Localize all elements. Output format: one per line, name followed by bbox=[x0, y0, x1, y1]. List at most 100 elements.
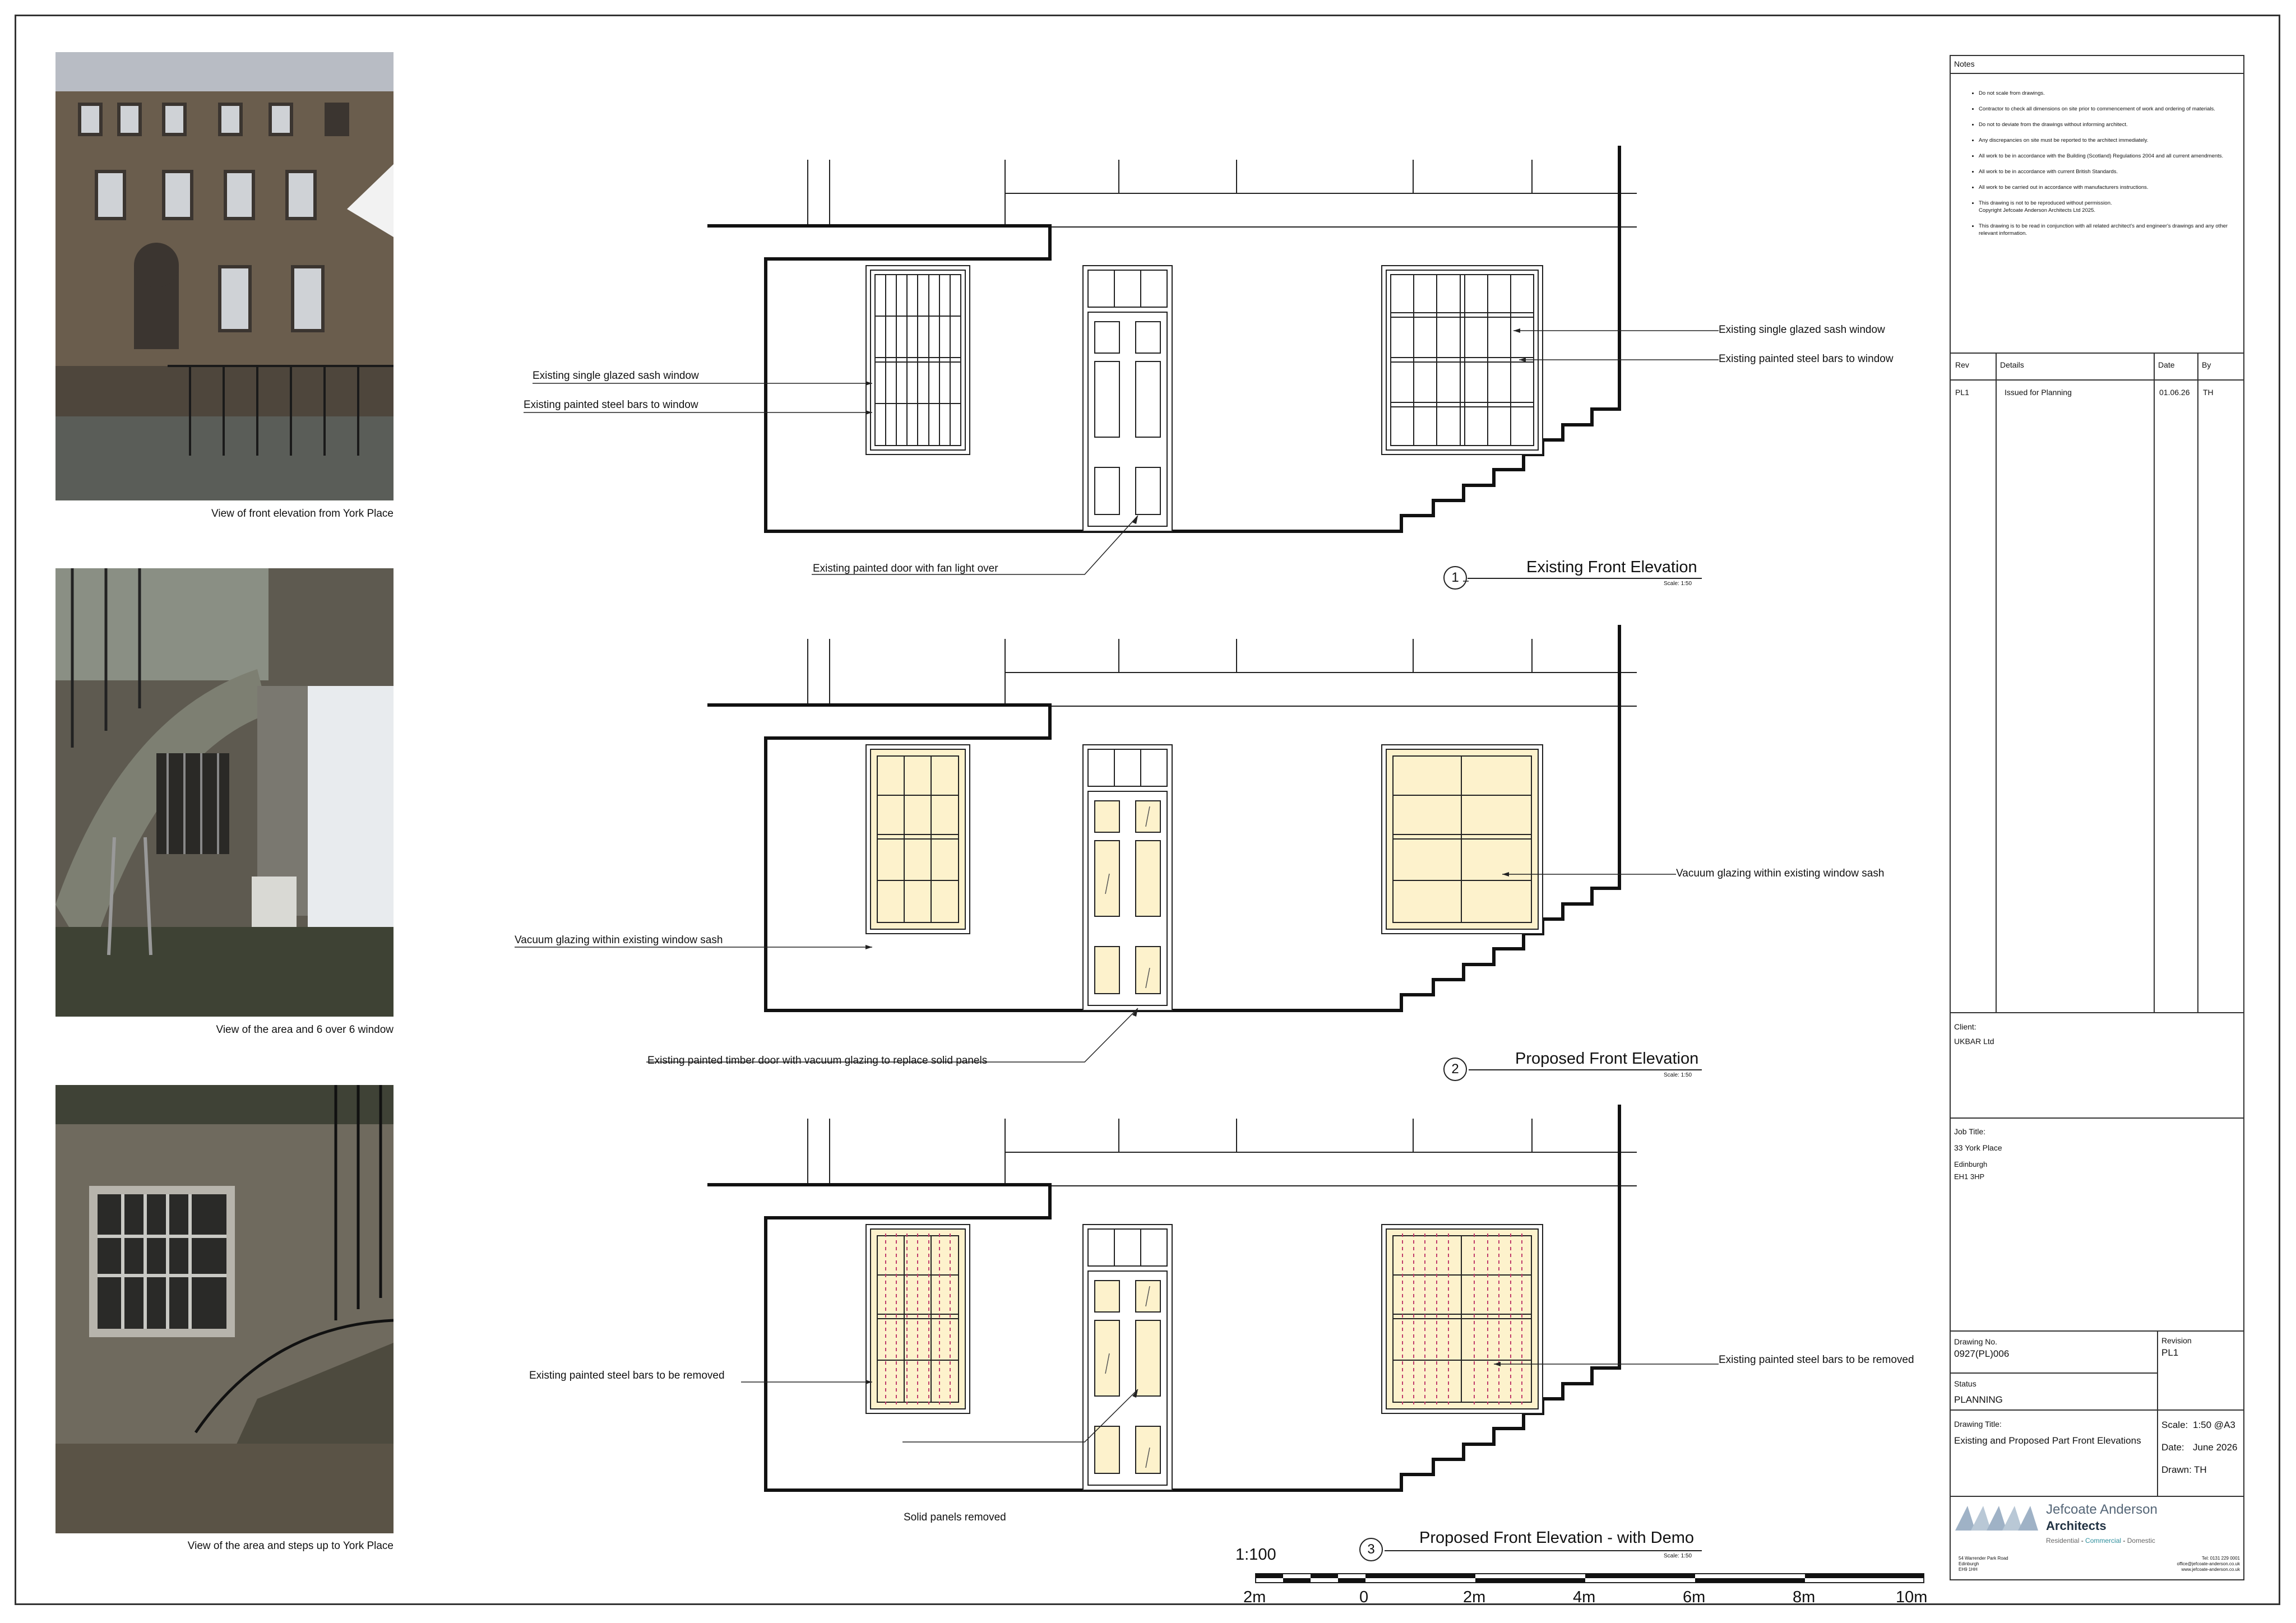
address-line: Edinburgh bbox=[1959, 1561, 1979, 1566]
client-value: UKBAR Ltd bbox=[1954, 1037, 1994, 1046]
scale-tick-3: 4m bbox=[1573, 1588, 1596, 1606]
drawing-title-label: Drawing Title: bbox=[1954, 1420, 2002, 1429]
elevation-1-number: 1 bbox=[1443, 566, 1467, 590]
drawing-border bbox=[15, 15, 2280, 1605]
scale-bar-graphic bbox=[1255, 1573, 1924, 1583]
note-item: This drawing is to be read in conjunctio… bbox=[1979, 222, 2237, 237]
label-door-existing: Existing painted door with fan light ove… bbox=[813, 563, 998, 574]
note-item: All work to be in accordance with the Bu… bbox=[1979, 152, 2237, 160]
drawn-label: Drawn: bbox=[2161, 1464, 2192, 1475]
label-right-window-bars: Existing painted steel bars to window bbox=[1719, 353, 1894, 365]
date-label: Date: bbox=[2161, 1442, 2184, 1453]
photo-front-elevation-image bbox=[55, 52, 394, 500]
rev-header-rev: Rev bbox=[1955, 360, 1969, 369]
label-left-window-glazed: Existing single glazed sash window bbox=[533, 370, 699, 382]
scale-tick-1: 0 bbox=[1359, 1588, 1369, 1606]
company-contact: Tel: 0131 229 0001 office@jefcoate-ander… bbox=[2177, 1556, 2240, 1573]
photo-area-window bbox=[55, 568, 394, 1017]
photo-front-elevation-caption: View of front elevation from York Place bbox=[211, 508, 394, 520]
sector-1: Residential bbox=[2046, 1537, 2080, 1545]
address-line: 54 Warrender Park Road bbox=[1959, 1556, 2008, 1561]
contact-line: www.jefcoate-anderson.co.uk bbox=[2181, 1567, 2241, 1572]
elevation-proposed-demo bbox=[707, 1105, 1719, 1490]
notes-list: Do not scale from drawings. Contractor to… bbox=[1962, 90, 2237, 245]
note-item: All work to be carried out in accordance… bbox=[1979, 184, 2237, 191]
label-left-window-bars-removed: Existing painted steel bars to be remove… bbox=[529, 1370, 725, 1381]
scale-bar-ratio: 1:100 bbox=[1235, 1546, 1276, 1564]
label-left-window-bars: Existing painted steel bars to window bbox=[524, 399, 698, 411]
tb-line bbox=[1950, 1012, 2244, 1013]
elevation-3-number: 3 bbox=[1359, 1538, 1383, 1561]
elevation-3-scale: Scale: 1:50 bbox=[1664, 1553, 1692, 1559]
client-label: Client: bbox=[1954, 1022, 1976, 1031]
revision-row-details: Issued for Planning bbox=[2005, 388, 2072, 397]
elevation-1-title: Existing Front Elevation bbox=[1526, 558, 1697, 576]
elevation-2-scale: Scale: 1:50 bbox=[1664, 1072, 1692, 1078]
job-line-1: 33 York Place bbox=[1954, 1143, 2002, 1152]
tb-line bbox=[1950, 73, 2244, 74]
scale-tick-4: 6m bbox=[1683, 1588, 1706, 1606]
revision-value: PL1 bbox=[2161, 1347, 2179, 1358]
tb-line bbox=[1950, 1117, 2244, 1119]
rev-header-details: Details bbox=[2000, 360, 2024, 369]
sector-3: Domestic bbox=[2127, 1537, 2155, 1545]
label-door-solid-removed: Solid panels removed bbox=[904, 1511, 1006, 1523]
company-logo bbox=[1955, 1506, 2038, 1531]
revision-row-by: TH bbox=[2203, 388, 2214, 397]
tb-line bbox=[1950, 1409, 2244, 1411]
tb-line bbox=[1950, 1330, 2244, 1332]
rev-header-by: By bbox=[2202, 360, 2211, 369]
status-value: PLANNING bbox=[1954, 1394, 2003, 1405]
contact-line: Tel: 0131 229 0001 bbox=[2201, 1556, 2240, 1561]
tb-line bbox=[2154, 353, 2155, 1013]
label-right-window-bars-removed: Existing painted steel bars to be remove… bbox=[1719, 1354, 1914, 1366]
tb-line bbox=[2197, 353, 2198, 1013]
note-item: All work to be in accordance with curren… bbox=[1979, 168, 2237, 175]
drawn-value: TH bbox=[2194, 1464, 2207, 1475]
tb-line bbox=[1950, 379, 2244, 381]
elevation-2-number: 2 bbox=[1443, 1058, 1467, 1081]
contact-line: office@jefcoate-anderson.co.uk bbox=[2177, 1561, 2240, 1566]
photo-area-window-caption: View of the area and 6 over 6 window bbox=[216, 1024, 394, 1036]
label-left-window-vacuum: Vacuum glazing within existing window sa… bbox=[515, 934, 723, 946]
scale-tick-6: 10m bbox=[1896, 1588, 1928, 1606]
company-address: 54 Warrender Park Road Edinburgh EH9 1HH bbox=[1959, 1556, 2008, 1573]
photo-area-steps-caption: View of the area and steps up to York Pl… bbox=[187, 1540, 394, 1552]
tb-line bbox=[1950, 1372, 2157, 1374]
tb-line bbox=[1996, 353, 1997, 1013]
title-block bbox=[1950, 55, 2244, 1580]
elevation-proposed bbox=[515, 625, 1676, 1063]
tb-line bbox=[2157, 1409, 2158, 1496]
note-item: Do not scale from drawings. bbox=[1979, 90, 2237, 97]
elevation-existing bbox=[524, 146, 1719, 582]
note-item: This drawing is not to be reproduced wit… bbox=[1979, 200, 2237, 214]
rev-header-date: Date bbox=[2158, 360, 2175, 369]
scale-tick-2: 2m bbox=[1463, 1588, 1486, 1606]
label-right-window-glazed: Existing single glazed sash window bbox=[1719, 324, 1885, 336]
elevation-2-title: Proposed Front Elevation bbox=[1515, 1050, 1699, 1068]
notes-heading: Notes bbox=[1954, 59, 1975, 68]
revision-row-date: 01.06.26 bbox=[2159, 388, 2190, 397]
sector-2: Commercial bbox=[2085, 1537, 2122, 1545]
elevation-3-title: Proposed Front Elevation - with Demo bbox=[1419, 1529, 1694, 1547]
sector-sep-2: - bbox=[2121, 1537, 2127, 1545]
scale-tick-0: 2m bbox=[1243, 1588, 1266, 1606]
job-title-label: Job Title: bbox=[1954, 1127, 1986, 1136]
tb-line bbox=[1950, 1496, 2244, 1497]
label-door-proposed: Existing painted timber door with vacuum… bbox=[647, 1055, 988, 1066]
drawing-title-value: Existing and Proposed Part Front Elevati… bbox=[1954, 1435, 2141, 1446]
job-line-2: Edinburgh bbox=[1954, 1160, 1988, 1168]
tb-line bbox=[1950, 353, 2244, 354]
revision-row-rev: PL1 bbox=[1955, 388, 1969, 397]
photo-area-steps-image bbox=[55, 1085, 394, 1533]
note-item: Contractor to check all dimensions on si… bbox=[1979, 105, 2237, 113]
job-line-3: EH1 3HP bbox=[1954, 1172, 1985, 1181]
photo-front-elevation bbox=[55, 52, 394, 500]
scale-tick-5: 8m bbox=[1793, 1588, 1816, 1606]
scale-label: Scale: bbox=[2161, 1420, 2188, 1430]
status-label: Status bbox=[1954, 1379, 1976, 1388]
company-name: Jefcoate Anderson bbox=[2046, 1502, 2158, 1517]
address-line: EH9 1HH bbox=[1959, 1567, 1978, 1572]
tb-line bbox=[2157, 1330, 2158, 1409]
